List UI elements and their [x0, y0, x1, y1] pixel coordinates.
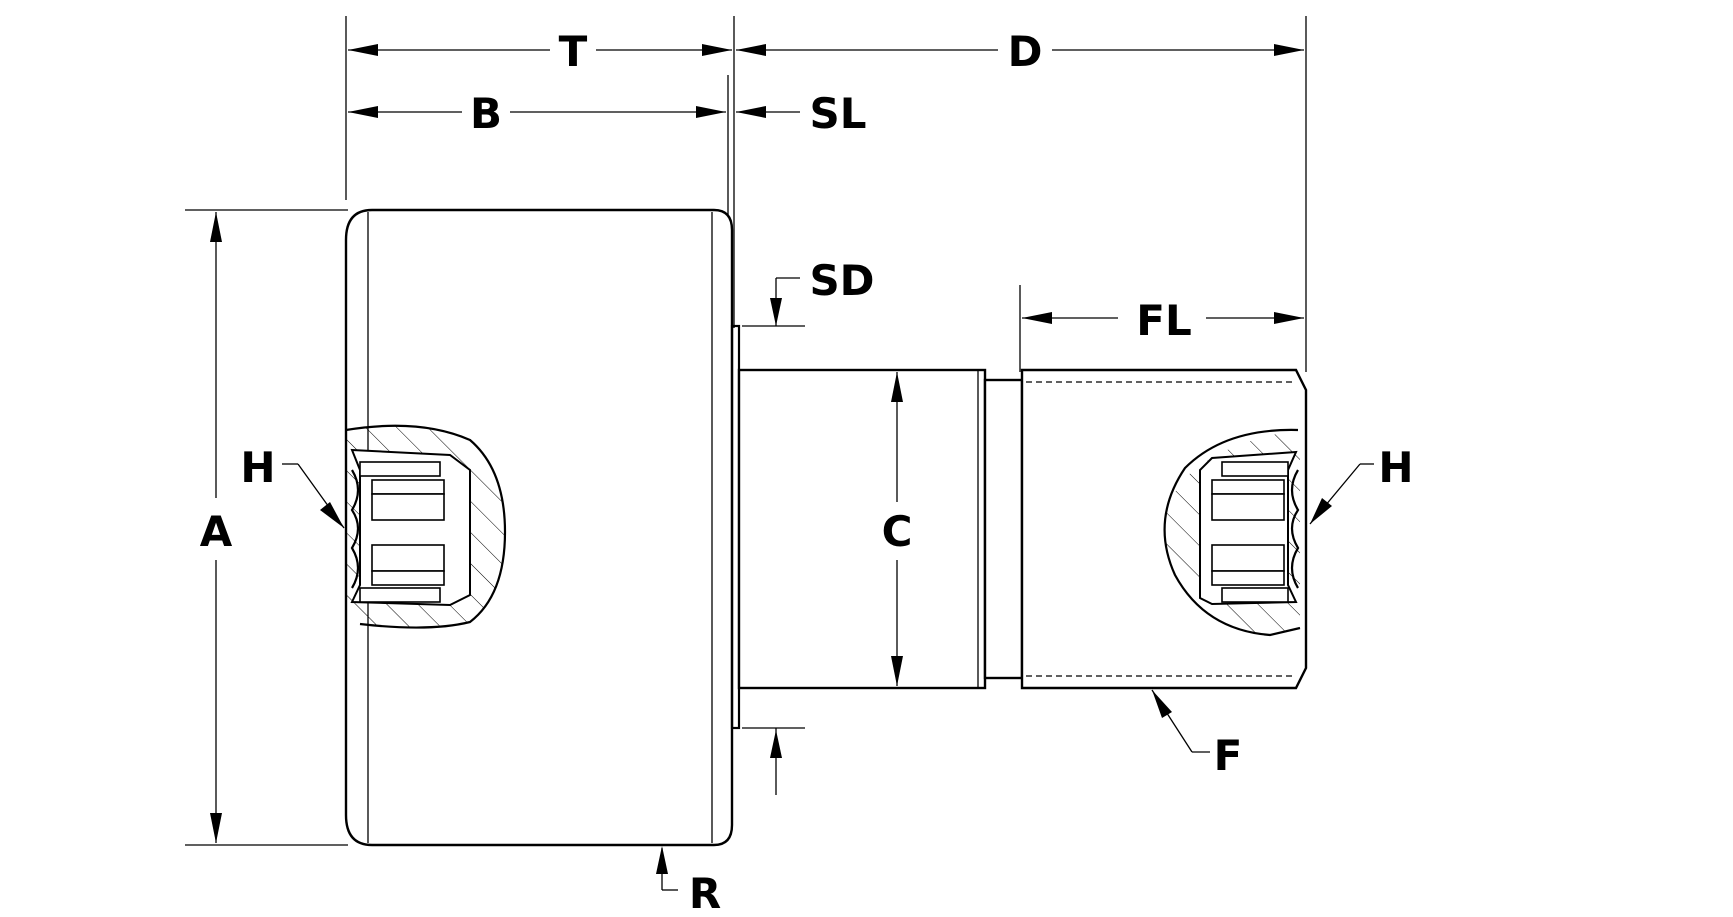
dim-C: C: [882, 372, 913, 686]
label-SL: SL: [809, 89, 866, 138]
leader-H-left: H: [240, 443, 345, 529]
dim-SL: SL: [736, 89, 867, 138]
label-D: D: [1008, 27, 1043, 76]
label-F: F: [1214, 731, 1243, 780]
label-B: B: [470, 89, 502, 138]
outer-ring: [344, 208, 734, 847]
label-T: T: [559, 27, 588, 76]
label-FL: FL: [1136, 296, 1191, 345]
leader-F: F: [1151, 689, 1243, 780]
right-hex-socket: [1163, 428, 1301, 637]
dim-D: D: [736, 27, 1304, 76]
dim-FL: FL: [1022, 296, 1304, 345]
label-H-right: H: [1378, 443, 1413, 492]
label-SD: SD: [809, 256, 874, 305]
left-hex-socket: [345, 424, 507, 629]
label-R: R: [689, 869, 721, 917]
label-A: A: [200, 507, 233, 556]
dim-B: B: [348, 89, 726, 138]
leader-R: R: [656, 846, 721, 917]
dim-T: T: [348, 27, 732, 76]
leader-H-right: H: [1309, 443, 1414, 525]
label-H-left: H: [240, 443, 275, 492]
stud-shank: [737, 368, 1024, 690]
extension-lines: [185, 16, 1307, 846]
dim-A: A: [200, 212, 233, 843]
label-C: C: [882, 507, 913, 556]
dim-SD: SD: [770, 256, 875, 795]
